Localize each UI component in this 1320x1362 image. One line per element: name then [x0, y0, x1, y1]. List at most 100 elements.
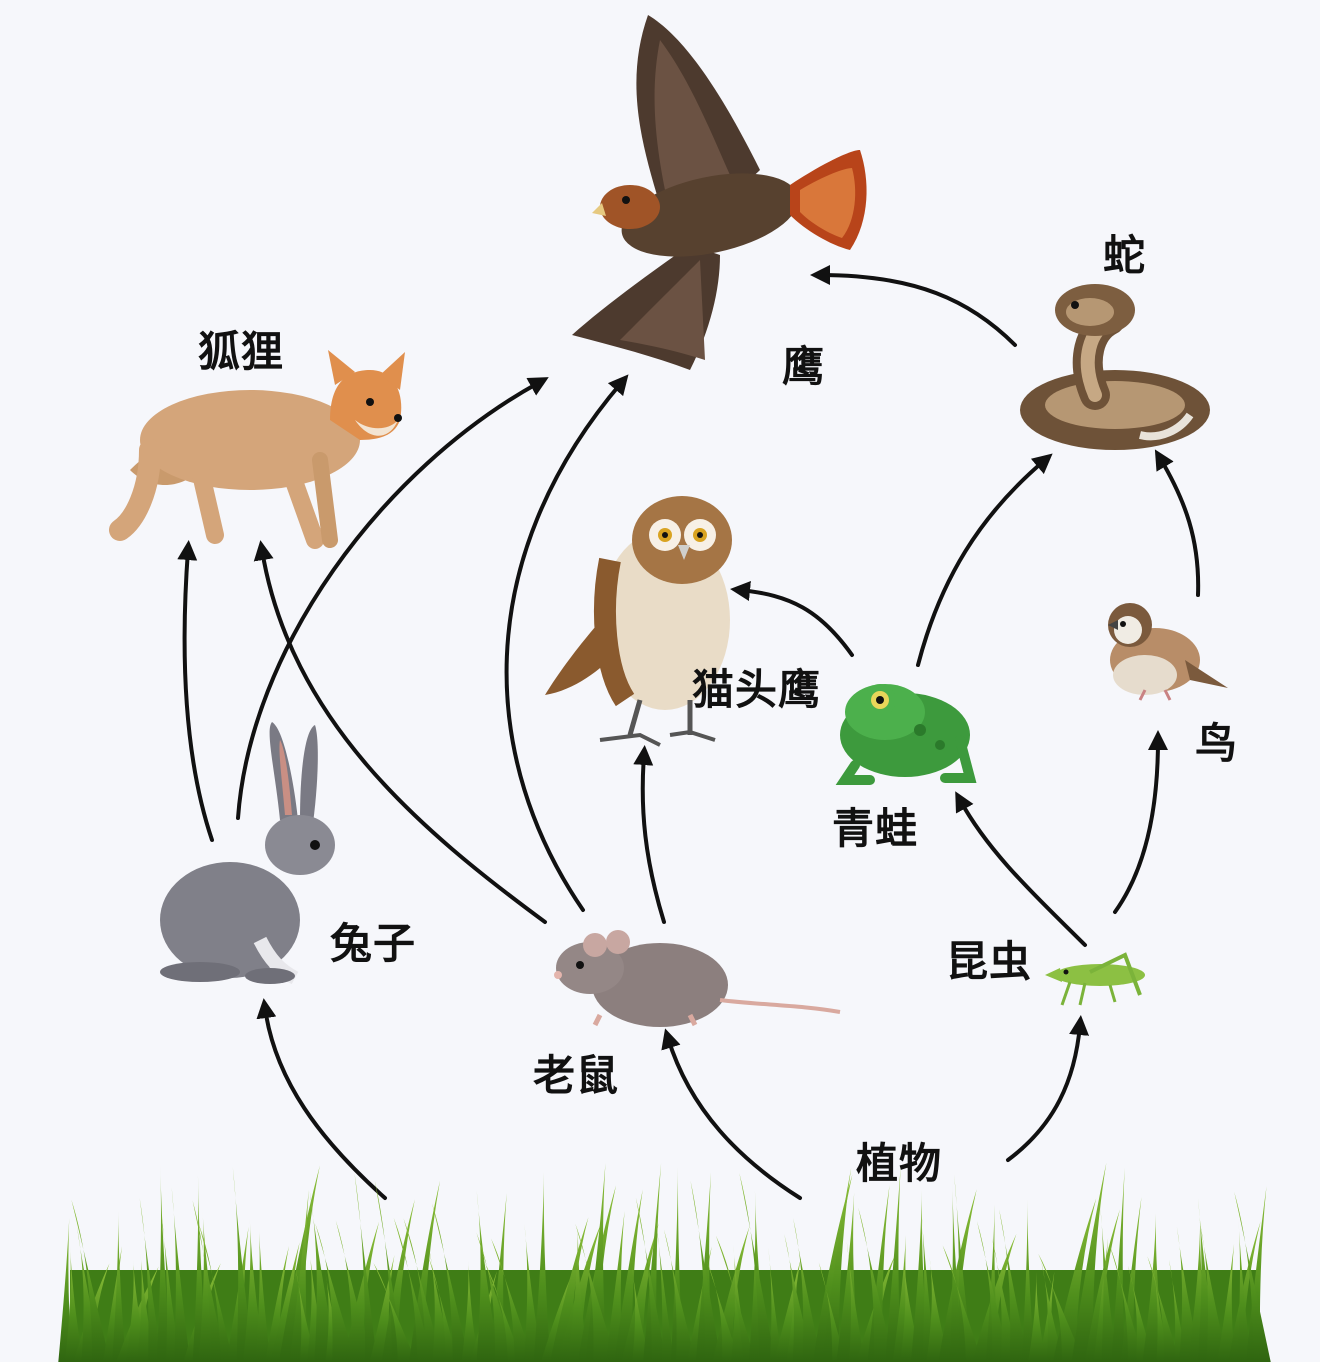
grass-blade	[484, 1262, 523, 1362]
grass-blade	[523, 1223, 543, 1362]
grass-blade	[428, 1246, 454, 1362]
snake-illustration	[1020, 284, 1210, 450]
grass-blade	[461, 1260, 479, 1362]
arrows	[177, 265, 1201, 1200]
grass-blade	[920, 1204, 936, 1362]
grass-blade	[171, 1186, 191, 1362]
grass-blade	[900, 1258, 922, 1362]
bird-label: 鸟	[1195, 719, 1239, 768]
grass-blade	[255, 1222, 271, 1362]
grass-blade	[976, 1221, 1010, 1362]
arrow-bird-to-snake	[1154, 449, 1201, 597]
grass-blade	[1234, 1191, 1271, 1362]
mouse-label: 老鼠	[533, 1051, 620, 1100]
grass-blade	[739, 1172, 776, 1362]
mouse-illustration	[554, 930, 841, 1027]
grass-blade	[476, 1232, 518, 1362]
grass-blade	[325, 1271, 345, 1362]
grass-blade	[715, 1235, 756, 1362]
owl-label: 猫头鹰	[692, 665, 822, 714]
grass-blade	[198, 1222, 234, 1362]
grass-blade	[784, 1234, 814, 1362]
grass-blade	[403, 1218, 443, 1362]
grass-blade	[858, 1207, 895, 1362]
grass-blade	[156, 1163, 172, 1362]
arrow-snake-to-eagle	[810, 265, 1017, 347]
grass-blade	[1245, 1186, 1267, 1362]
grass-blade	[954, 1174, 973, 1362]
grass-blade	[432, 1203, 470, 1362]
arrow-frog-to-owl	[730, 581, 854, 657]
grass-blade	[491, 1238, 534, 1362]
grass-blade	[768, 1247, 783, 1362]
grass-blade	[1071, 1162, 1107, 1362]
grass-blade	[1111, 1167, 1125, 1362]
fox-illustration	[109, 350, 405, 549]
grass-blade	[1236, 1217, 1252, 1362]
grass-blade	[1199, 1220, 1228, 1362]
grass-blade	[381, 1199, 415, 1362]
grass-blade	[295, 1269, 317, 1362]
grass-blade	[575, 1223, 617, 1362]
grass-blade	[1197, 1198, 1219, 1362]
arrow-plant-to-mouse	[661, 1028, 802, 1200]
grass-blade	[567, 1226, 589, 1362]
grass-blade	[818, 1262, 846, 1362]
fox-label: 狐狸	[198, 327, 285, 376]
arrow-rabbit-to-fox	[177, 540, 214, 842]
eagle-label: 鹰	[782, 342, 826, 391]
grass-blade	[949, 1176, 963, 1362]
grass-blade	[1038, 1253, 1085, 1362]
grass-blade	[821, 1167, 852, 1362]
arrow-mouse-to-owl	[633, 745, 666, 924]
grass-blade	[1168, 1259, 1188, 1362]
grass-blade	[1152, 1262, 1170, 1362]
arrow-plant-to-insect	[1006, 1015, 1090, 1162]
grass-blade	[232, 1166, 254, 1362]
grass-blade	[1127, 1265, 1154, 1362]
grass-blade	[938, 1189, 977, 1362]
insect-illustration	[1045, 952, 1145, 1006]
grass-blade	[161, 1211, 180, 1362]
arrow-insect-to-frog	[955, 791, 1087, 947]
snake-label: 蛇	[1103, 231, 1147, 280]
grass-blade	[1099, 1202, 1117, 1362]
grass-blade	[631, 1266, 650, 1362]
grass-blade	[999, 1209, 1029, 1362]
grass-blade	[846, 1241, 865, 1362]
plant-label: 植物	[856, 1139, 943, 1188]
owl-illustration	[545, 496, 732, 747]
grass-blade	[635, 1197, 667, 1362]
arrow-frog-to-snake	[916, 453, 1053, 667]
grass-blade	[335, 1220, 373, 1362]
grass-blade	[533, 1172, 551, 1362]
bird-illustration	[1108, 603, 1228, 701]
arrow-plant-to-rabbit	[256, 998, 387, 1200]
grass-blade	[76, 1226, 103, 1362]
grass-blade	[373, 1263, 417, 1362]
grass-blade	[1109, 1245, 1144, 1362]
arrow-mouse-to-eagle	[504, 374, 629, 912]
grass-blade	[942, 1245, 983, 1362]
grass-blade	[884, 1166, 902, 1362]
grass-blade	[926, 1256, 950, 1362]
grass-blade	[1041, 1262, 1064, 1362]
frog-label: 青蛙	[832, 804, 919, 853]
grass-blade	[1028, 1271, 1046, 1362]
grass-blade	[111, 1210, 127, 1362]
grass-illustration	[58, 1162, 1271, 1362]
grass-blade	[643, 1163, 662, 1362]
grass-blade	[64, 1245, 84, 1362]
rabbit-illustration	[160, 722, 335, 985]
eagle-illustration	[572, 15, 867, 370]
grass-blade	[1084, 1209, 1120, 1362]
grass-blade	[315, 1223, 356, 1362]
grass-blade	[1147, 1256, 1180, 1362]
grass-blade	[1021, 1199, 1035, 1362]
grass-blade	[867, 1185, 890, 1362]
grass-blade	[354, 1173, 378, 1362]
grass-blade	[198, 1205, 220, 1362]
grass-blade	[707, 1262, 740, 1362]
